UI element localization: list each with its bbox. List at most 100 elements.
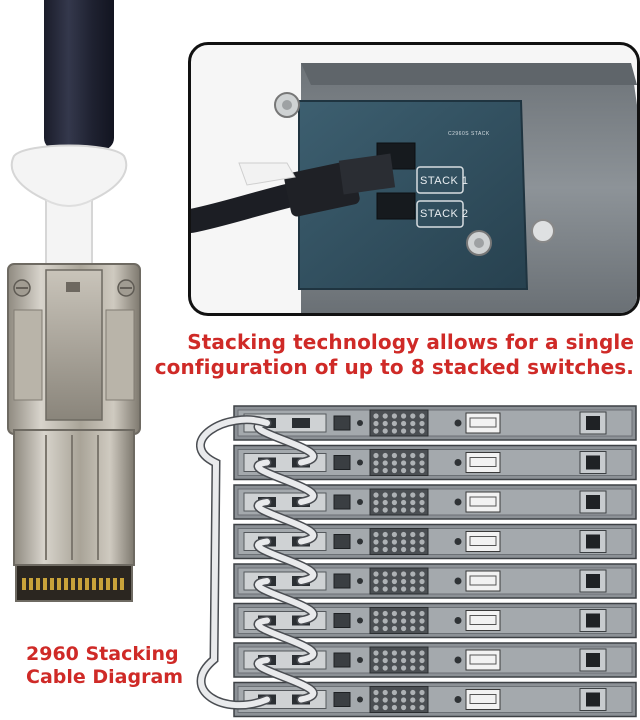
stack-cable <box>255 459 317 505</box>
stack-module-photo: C2960S STACK STACK 1 STACK 2 <box>188 42 640 316</box>
stack-cable <box>255 657 317 703</box>
status-led <box>357 459 363 466</box>
mgmt-port <box>333 652 351 668</box>
fan-hole <box>382 610 388 617</box>
fan-hole <box>373 539 379 545</box>
fan-hole <box>419 452 425 459</box>
fan-hole <box>419 625 425 632</box>
fan-hole <box>382 586 388 592</box>
fan-hole <box>382 704 388 711</box>
fan-hole <box>410 546 416 553</box>
fan-hole <box>419 467 425 474</box>
fan-hole <box>373 460 379 466</box>
serial-label-inner <box>469 654 497 665</box>
fan-hole <box>382 420 388 427</box>
fan-hole <box>373 452 379 459</box>
fan-hole <box>419 507 425 513</box>
fan-grille <box>369 488 429 516</box>
fan-hole <box>401 460 407 466</box>
fan-hole <box>401 531 407 538</box>
fan-hole <box>391 452 397 459</box>
fan-hole <box>373 704 379 711</box>
fan-hole <box>401 452 407 459</box>
fan-hole <box>410 499 416 506</box>
caption-line-1: Stacking technology allows for a single <box>187 330 634 354</box>
chassis-screw <box>454 577 462 585</box>
chassis-screw <box>454 498 462 506</box>
fan-hole <box>401 539 407 545</box>
mgmt-port <box>333 692 351 707</box>
fan-hole <box>382 578 388 585</box>
fan-hole <box>382 499 388 506</box>
fan-hole <box>419 413 425 419</box>
caption-line-2: configuration of up to 8 stacked switche… <box>154 355 634 379</box>
fan-hole <box>401 625 407 632</box>
fan-hole <box>391 586 397 592</box>
fan-hole <box>373 413 379 419</box>
serial-label-inner <box>469 694 497 704</box>
mgmt-port <box>333 494 351 510</box>
cable-boot <box>10 144 128 270</box>
status-led <box>357 696 363 703</box>
power-socket <box>586 416 600 430</box>
fan-hole <box>419 460 425 466</box>
fan-hole <box>373 467 379 474</box>
power-socket <box>586 574 600 588</box>
power-socket <box>586 653 600 667</box>
fan-hole <box>419 420 425 427</box>
status-led <box>357 617 363 624</box>
fan-hole <box>391 420 397 427</box>
serial-label <box>465 491 501 513</box>
fan-hole <box>419 689 425 696</box>
fan-hole <box>373 546 379 553</box>
serial-label <box>465 570 501 592</box>
switch-rear-illustration <box>191 63 637 313</box>
fan-hole <box>401 697 407 703</box>
fan-hole <box>382 665 388 671</box>
diagram-title-line-1: 2960 Stacking <box>26 643 179 665</box>
serial-label <box>465 531 501 552</box>
fan-hole <box>410 467 416 474</box>
chassis-screw <box>454 419 462 427</box>
fan-hole <box>391 650 397 656</box>
mgmt-port <box>333 534 351 549</box>
fan-hole <box>401 586 407 592</box>
power-socket <box>586 613 600 628</box>
fan-hole <box>401 657 407 664</box>
stacking-cable-wire <box>44 0 114 150</box>
serial-label-inner <box>469 417 497 428</box>
fan-hole <box>373 507 379 513</box>
fan-hole <box>401 610 407 617</box>
fan-hole <box>391 657 397 664</box>
fan-hole <box>410 571 416 577</box>
fan-hole <box>382 618 388 624</box>
fan-hole <box>382 507 388 513</box>
fan-hole <box>373 689 379 696</box>
fan-hole <box>382 571 388 577</box>
return-stack-cable <box>197 416 270 709</box>
fan-hole <box>410 460 416 466</box>
chassis-screw <box>454 656 462 664</box>
fan-hole <box>410 539 416 545</box>
fan-hole <box>382 689 388 696</box>
serial-label <box>465 412 501 434</box>
fan-hole <box>410 657 416 664</box>
fan-hole <box>382 531 388 538</box>
fan-hole <box>419 657 425 664</box>
fan-grille <box>369 409 429 437</box>
fan-hole <box>391 492 397 498</box>
fan-hole <box>373 420 379 427</box>
fan-hole <box>391 704 397 711</box>
power-socket <box>586 692 600 707</box>
fan-hole <box>419 492 425 498</box>
fan-hole <box>419 704 425 711</box>
fan-hole <box>391 625 397 632</box>
fan-hole <box>373 610 379 617</box>
fan-hole <box>401 420 407 427</box>
stack-cable <box>255 499 317 545</box>
stack-cable <box>255 538 317 584</box>
mgmt-port <box>333 573 351 589</box>
fan-hole <box>419 610 425 617</box>
fan-hole <box>419 665 425 671</box>
fan-hole <box>401 467 407 474</box>
